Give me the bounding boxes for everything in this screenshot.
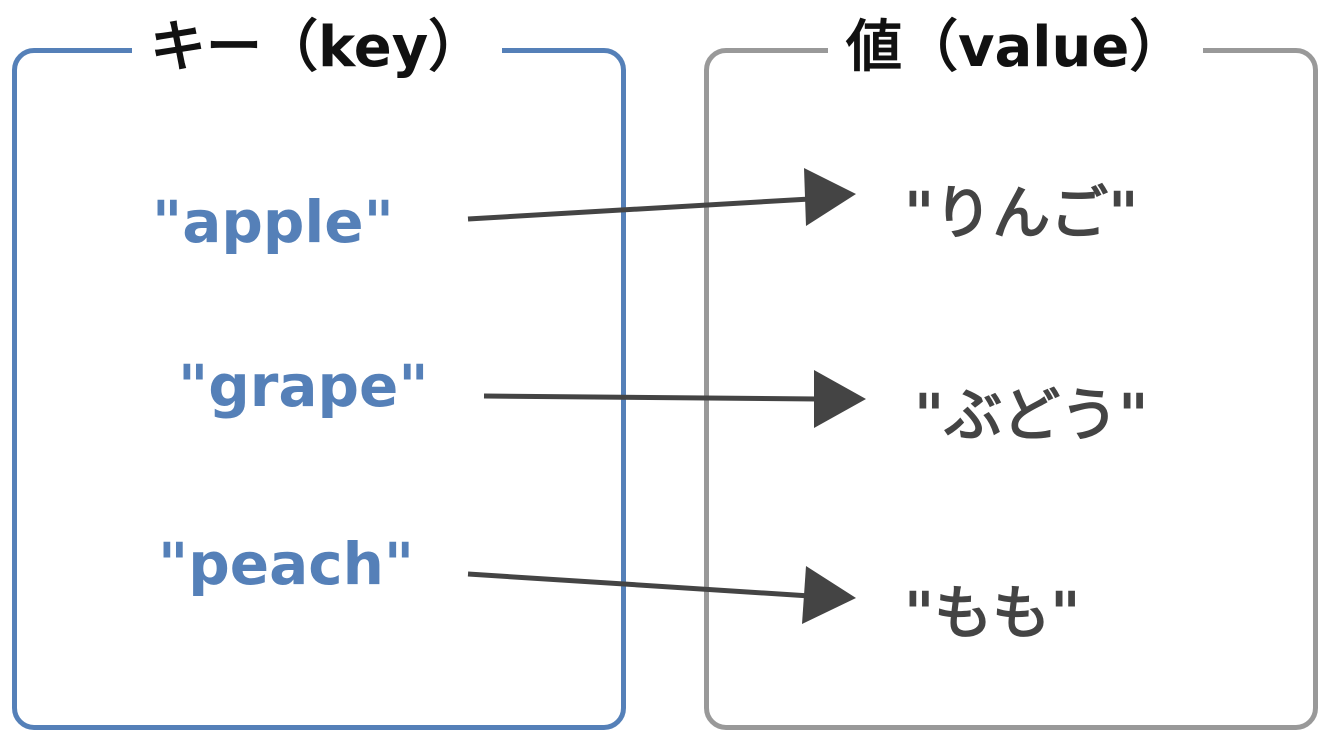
value-title: 値（value）	[828, 8, 1204, 88]
arrowhead-peach	[802, 566, 856, 624]
arrow-peach	[467, 571, 811, 599]
arrow-apple	[467, 196, 811, 222]
arrowhead-grape	[814, 370, 866, 428]
key-peach: "peach"	[158, 530, 415, 598]
arrowhead-apple	[804, 168, 856, 226]
key-apple: "apple"	[152, 188, 394, 256]
value-ringo: "りんご"	[904, 179, 1139, 247]
value-budou: "ぶどう"	[914, 381, 1149, 449]
key-grape: "grape"	[178, 352, 429, 420]
value-momo: "もも"	[904, 579, 1081, 647]
key-title: キー（key）	[132, 8, 503, 88]
arrow-grape	[483, 393, 819, 402]
